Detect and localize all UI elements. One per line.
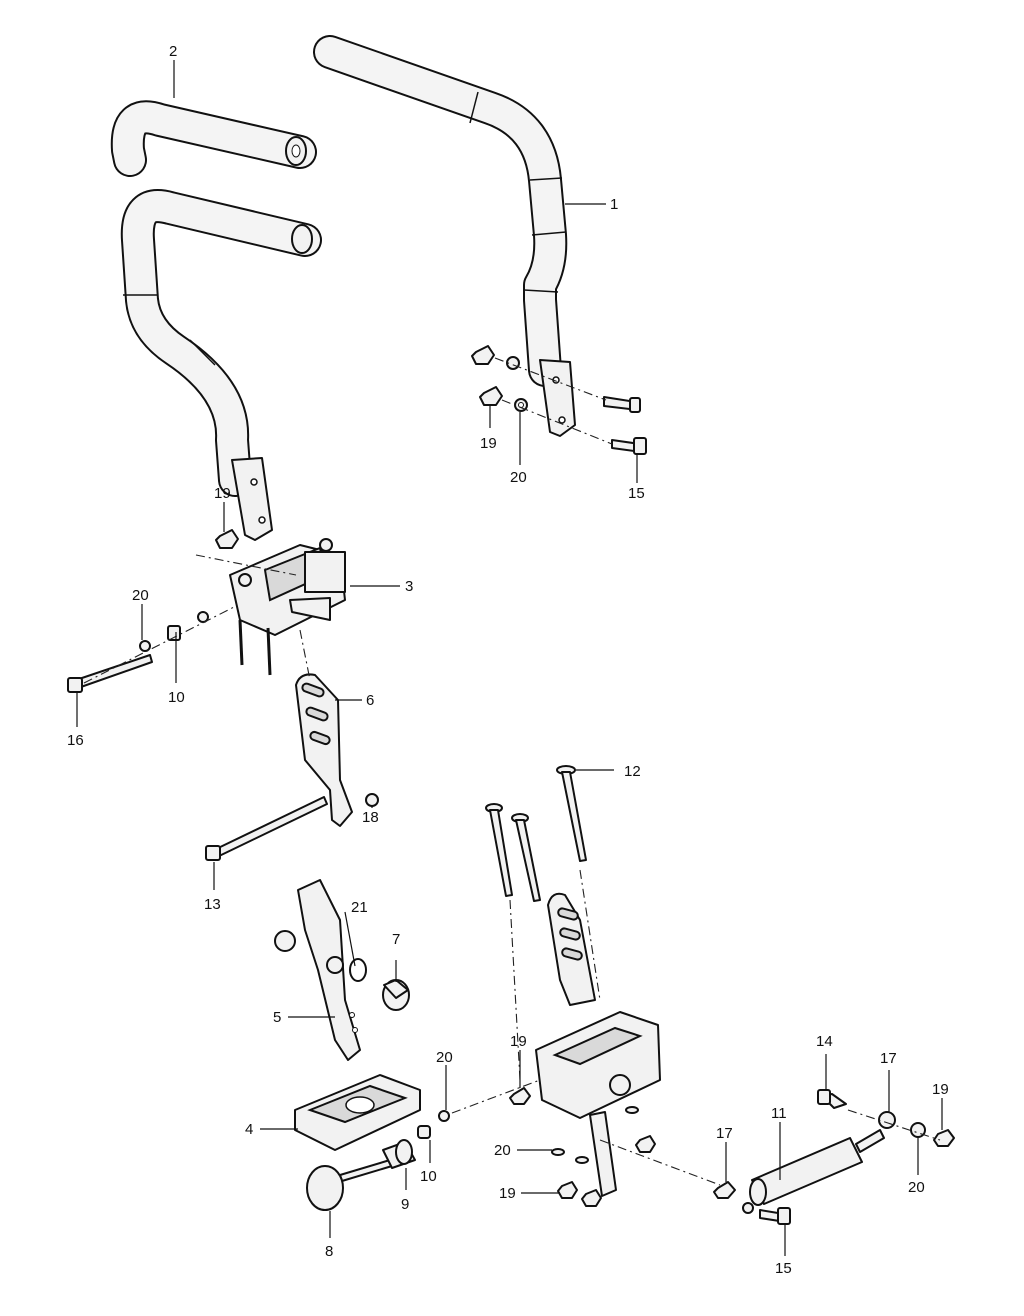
lever-arm (274, 879, 361, 1061)
callout-3: 3 (405, 578, 413, 595)
callout-20-lower: 20 (494, 1142, 511, 1159)
callout-4: 4 (245, 1121, 253, 1138)
callout-17-left: 17 (716, 1125, 733, 1142)
callout-1: 1 (610, 196, 618, 213)
hardware-right-assembly (509, 869, 721, 1207)
callout-12: 12 (624, 763, 641, 780)
gas-spring-11 (742, 1129, 885, 1214)
handle-bar-left (120, 189, 322, 541)
callout-18: 18 (362, 809, 379, 826)
nut-left-bracket (195, 529, 297, 576)
hardware-left-bracket (67, 605, 237, 693)
spacer-9 (382, 1139, 416, 1169)
nut-17 (713, 1109, 955, 1199)
callout-16: 16 (67, 732, 84, 749)
callout-19-far-right: 19 (932, 1081, 949, 1098)
bolt-13 (205, 796, 328, 861)
callout-19-upper-left: 19 (214, 485, 231, 502)
callout-15-upper: 15 (628, 485, 645, 502)
callout-13: 13 (204, 896, 221, 913)
callout-8: 8 (325, 1243, 333, 1260)
hardware-right-handle (471, 345, 647, 455)
handle-bar-right (313, 35, 576, 437)
bolt-14 (817, 1089, 847, 1109)
callout-20-mid: 20 (436, 1049, 453, 1066)
callout-7: 7 (392, 931, 400, 948)
callout-20-upper-right: 20 (510, 469, 527, 486)
handle-grip-left (110, 100, 317, 177)
control-lever (295, 629, 379, 827)
callout-19-lower: 19 (499, 1185, 516, 1202)
leader-lines (76, 60, 943, 1256)
callout-19-upper-right: 19 (480, 435, 497, 452)
callout-11: 11 (771, 1105, 787, 1122)
callout-20-upper-left: 20 (132, 587, 149, 604)
callout-21: 21 (351, 899, 368, 916)
callout-2: 2 (169, 43, 177, 60)
callout-10-upper: 10 (168, 689, 185, 706)
callout-9: 9 (401, 1196, 409, 1213)
callout-14: 14 (816, 1033, 833, 1050)
control-bracket (229, 538, 346, 676)
callout-20-far-right: 20 (908, 1179, 925, 1196)
callout-5: 5 (273, 1009, 281, 1026)
callout-15-lower: 15 (775, 1260, 792, 1277)
bolts-12 (485, 765, 587, 902)
base-block (294, 1074, 421, 1151)
knob-8 (306, 1159, 393, 1211)
bolt-15-lower (759, 1207, 791, 1225)
callout-6: 6 (366, 692, 374, 709)
spring-10-lower (417, 1079, 541, 1139)
callout-labels: 1 2 3 4 5 6 7 8 9 10 10 11 12 13 14 15 1… (67, 43, 949, 1277)
callout-17-right: 17 (880, 1050, 897, 1067)
ring-21 (349, 958, 367, 982)
cap-7 (382, 979, 410, 1011)
callout-10-lower: 10 (420, 1168, 437, 1185)
callout-19-mid: 19 (510, 1033, 527, 1050)
right-control-assembly (535, 892, 661, 1197)
